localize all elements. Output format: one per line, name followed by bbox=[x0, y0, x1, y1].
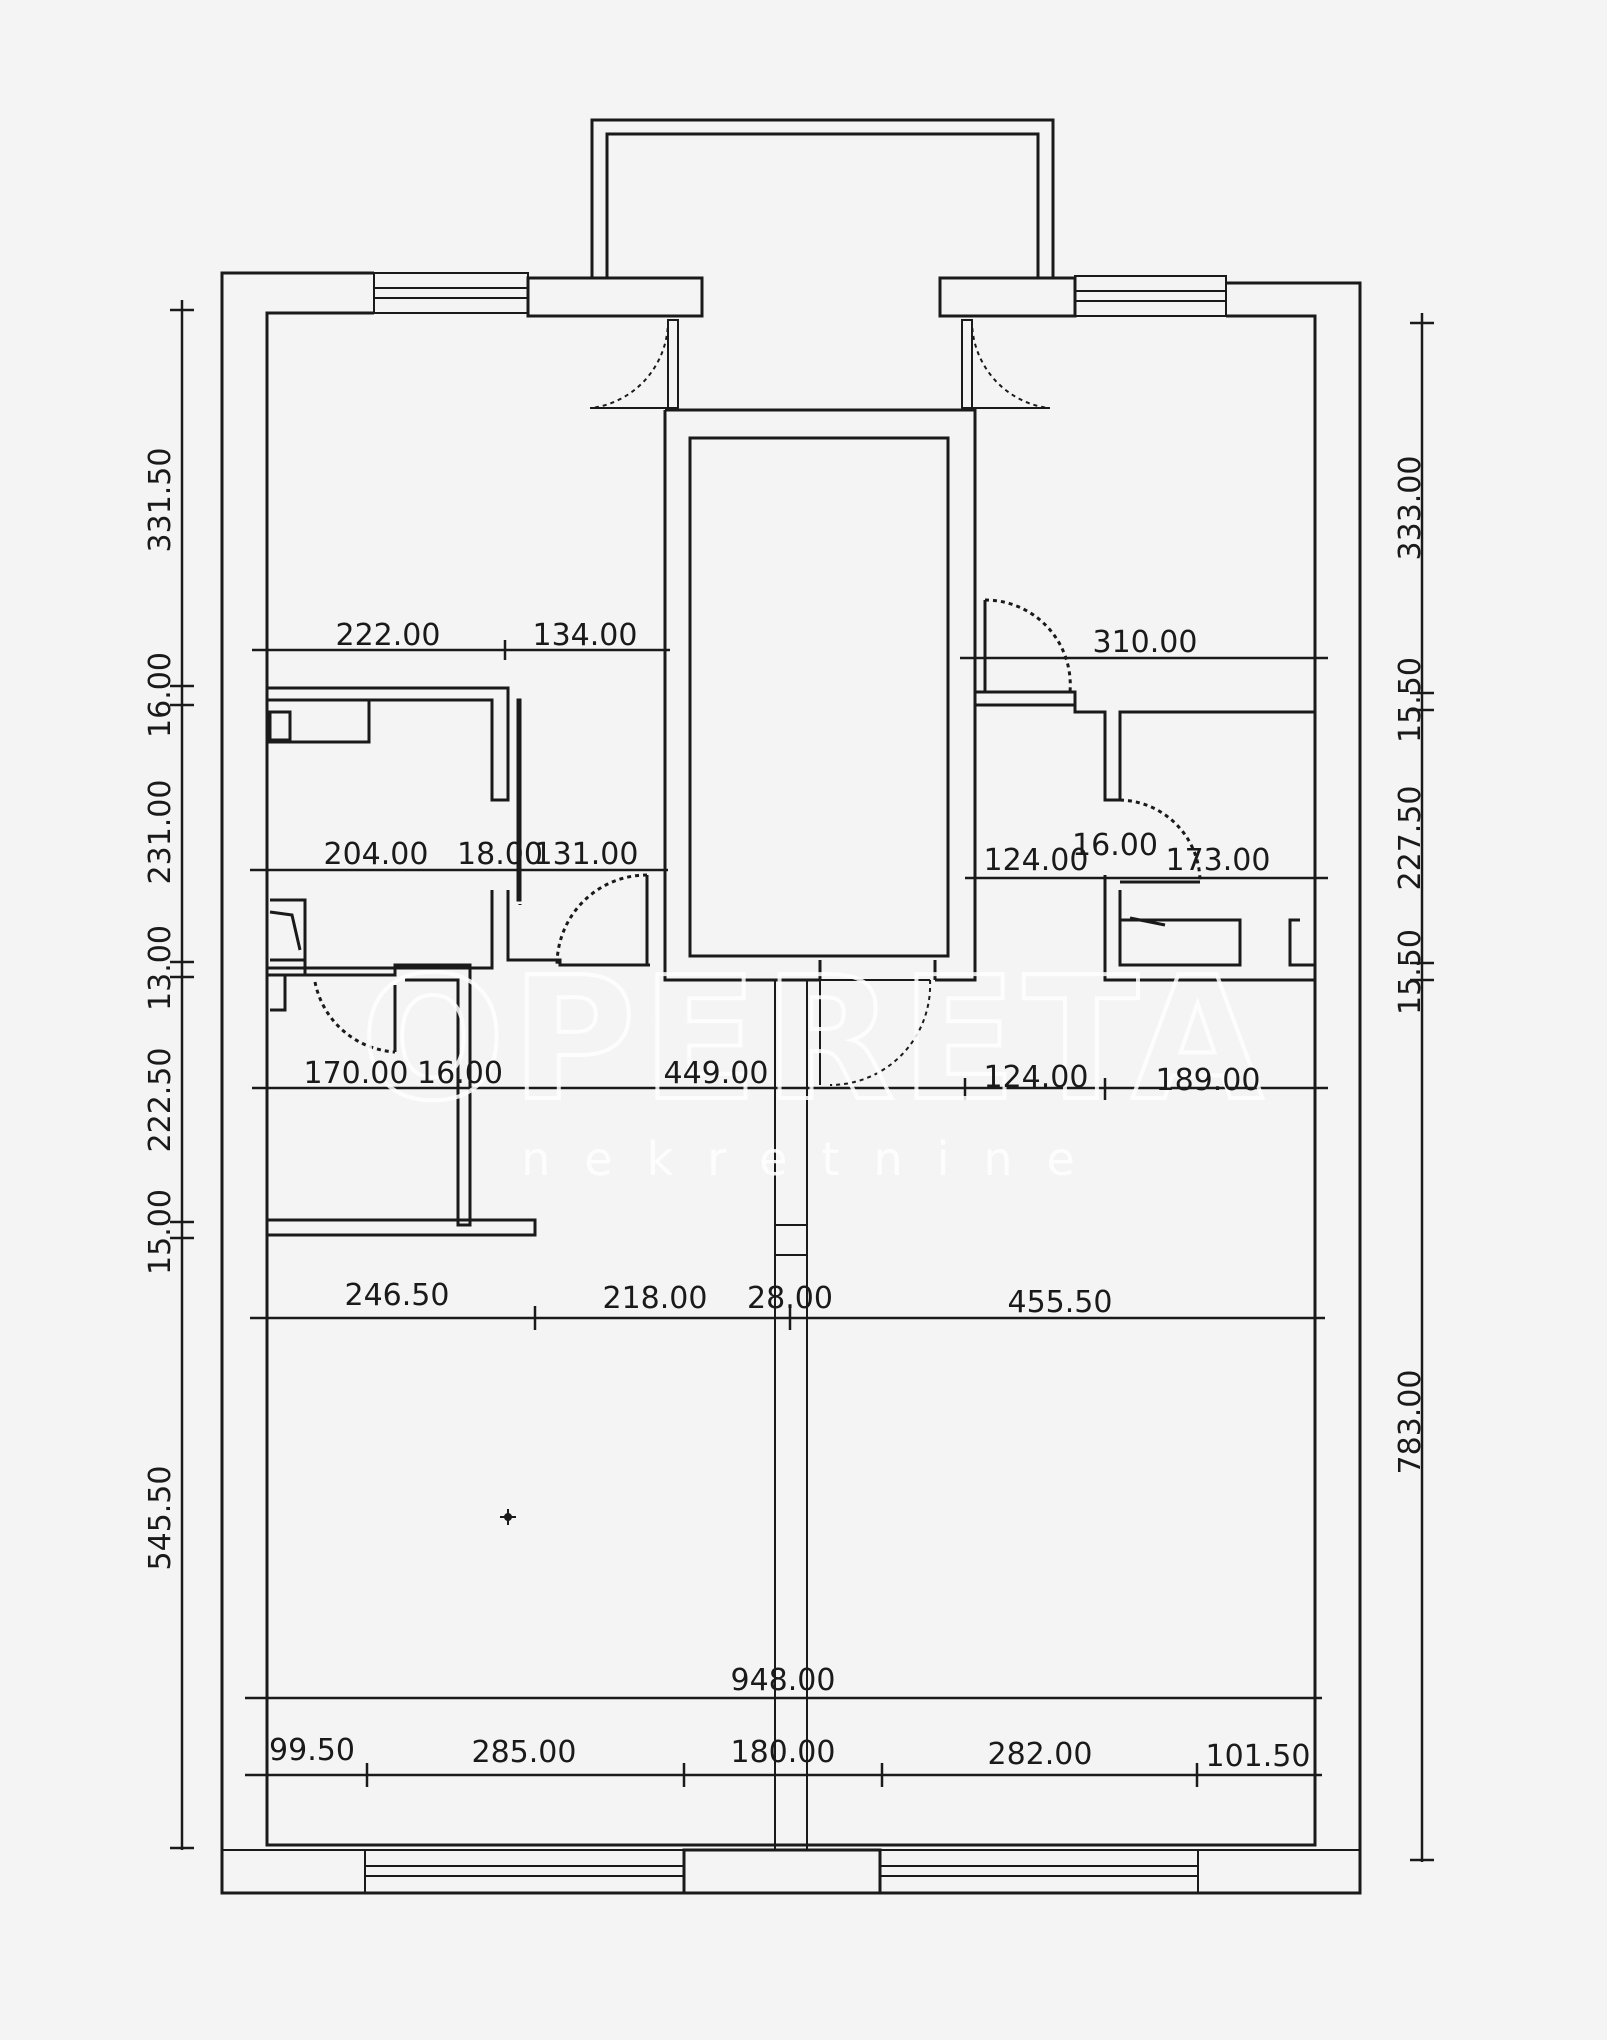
left-partition bbox=[267, 963, 537, 1237]
dim-label: 16.00 bbox=[1072, 828, 1158, 863]
dim-label: 285.00 bbox=[472, 1735, 577, 1770]
dim-label: 99.50 bbox=[269, 1733, 355, 1768]
central-core bbox=[663, 408, 977, 982]
watermark-subtitle: nekretnine bbox=[521, 1132, 1109, 1186]
dim-label: 231.00 bbox=[143, 780, 178, 885]
dim-label: 124.00 bbox=[984, 843, 1089, 878]
dimension-lines bbox=[170, 300, 1434, 1862]
watermark: OPERETA nekretnine bbox=[359, 939, 1270, 1186]
dim-label: 18.00 bbox=[457, 837, 543, 872]
dim-label: 783.00 bbox=[1393, 1370, 1428, 1475]
dim-label: 222.50 bbox=[143, 1048, 178, 1153]
balcony bbox=[590, 118, 1055, 278]
dimension-labels-left: 331.50 16.00 231.00 13.00 222.50 15.00 5… bbox=[143, 448, 178, 1571]
dim-label: 173.00 bbox=[1166, 843, 1271, 878]
dim-label: 189.00 bbox=[1156, 1063, 1261, 1098]
center-duct bbox=[500, 980, 808, 1850]
dim-label: 222.00 bbox=[336, 618, 441, 653]
dim-label: 331.50 bbox=[143, 448, 178, 553]
dimension-labels-horizontal: 222.00 134.00 310.00 204.00 18.00 131.00… bbox=[269, 618, 1310, 1774]
dim-label: 204.00 bbox=[324, 837, 429, 872]
dim-label: 134.00 bbox=[533, 618, 638, 653]
dim-label: 16.00 bbox=[417, 1056, 503, 1091]
dim-label: 282.00 bbox=[988, 1737, 1093, 1772]
dim-label: 15.00 bbox=[143, 1189, 178, 1275]
dim-label: 310.00 bbox=[1093, 625, 1198, 660]
windows bbox=[221, 272, 1361, 1894]
dim-label: 333.00 bbox=[1393, 456, 1428, 561]
dim-label: 170.00 bbox=[304, 1056, 409, 1091]
dim-label: 124.00 bbox=[984, 1060, 1089, 1095]
dim-label: 246.50 bbox=[345, 1278, 450, 1313]
dim-label: 101.50 bbox=[1206, 1739, 1311, 1774]
balcony-doors bbox=[590, 319, 1050, 409]
dim-label: 180.00 bbox=[731, 1735, 836, 1770]
dim-label: 455.50 bbox=[1008, 1285, 1113, 1320]
dim-label: 16.00 bbox=[143, 652, 178, 738]
dim-label: 131.00 bbox=[534, 837, 639, 872]
hall-door bbox=[819, 979, 932, 1087]
dim-label: 545.50 bbox=[143, 1466, 178, 1571]
dim-label: 15.50 bbox=[1393, 657, 1428, 743]
dimension-labels-right: 333.00 15.50 227.50 15.50 783.00 bbox=[1393, 456, 1428, 1475]
dim-label: 15.50 bbox=[1393, 929, 1428, 1015]
dim-label: 28.00 bbox=[747, 1281, 833, 1316]
dim-label: 449.00 bbox=[664, 1056, 769, 1091]
right-bathroom bbox=[975, 598, 1315, 982]
dim-label-total: 948.00 bbox=[731, 1663, 836, 1698]
dim-label: 218.00 bbox=[603, 1281, 708, 1316]
watermark-brand: OPERETA bbox=[361, 941, 1270, 1139]
dim-label: 227.50 bbox=[1393, 786, 1428, 891]
dim-label: 13.00 bbox=[143, 925, 178, 1011]
